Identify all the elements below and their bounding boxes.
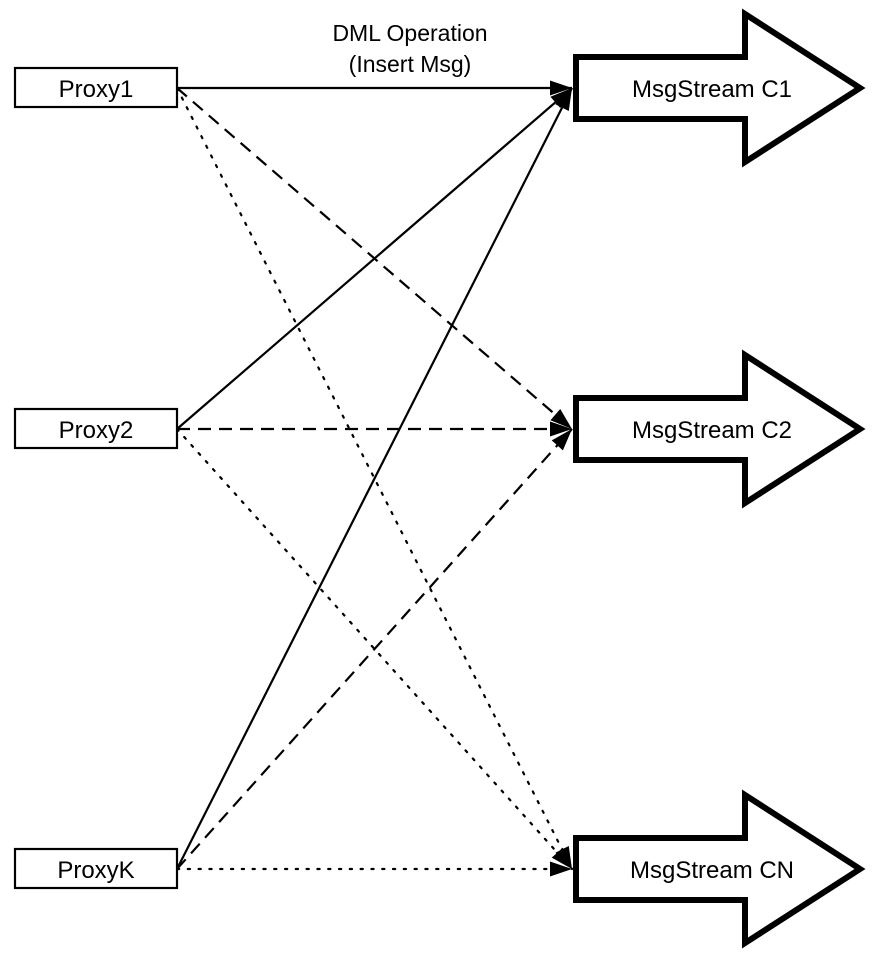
node-msgstream-c2[interactable]: MsgStream C2 bbox=[573, 349, 866, 509]
node-proxy2[interactable]: Proxy2 bbox=[13, 407, 179, 450]
edge-proxy2-to-c1-arrowhead bbox=[550, 88, 572, 109]
proxy1-label: Proxy1 bbox=[59, 76, 134, 103]
edge-proxy2-to-c1 bbox=[176, 87, 573, 430]
proxyk-box-shape bbox=[13, 847, 179, 890]
msgstream-c2-label: MsgStream C2 bbox=[632, 417, 792, 444]
msgstream-c2-arrow-shape bbox=[573, 349, 866, 509]
edge-proxy2-to-c2-arrowhead bbox=[550, 421, 572, 437]
msgstream-cn-label: MsgStream CN bbox=[630, 857, 794, 884]
edge-proxyk-to-c1 bbox=[176, 87, 573, 870]
edge-proxyk-to-cn-arrowhead bbox=[550, 861, 572, 877]
proxy2-label: Proxy2 bbox=[59, 417, 134, 444]
msgstream-cn-arrow-shape bbox=[573, 789, 866, 949]
proxyk-label: ProxyK bbox=[57, 857, 134, 884]
edge-proxyk-to-c2 bbox=[176, 428, 573, 870]
edge-label-line-1: DML Operation bbox=[332, 20, 487, 46]
msgstream-nodes-layer: MsgStream C1 MsgStream C2 MsgStream CN bbox=[573, 8, 866, 949]
msgstream-c1-label: MsgStream C1 bbox=[632, 76, 792, 103]
edge-proxy2-to-cn bbox=[175, 427, 574, 871]
node-proxy1[interactable]: Proxy1 bbox=[13, 66, 179, 109]
edge-proxy1-to-c2-arrowhead bbox=[550, 408, 572, 429]
edge-proxyk-to-c2-arrowhead bbox=[551, 429, 572, 451]
node-proxyk[interactable]: ProxyK bbox=[13, 847, 179, 890]
node-msgstream-cn[interactable]: MsgStream CN bbox=[573, 789, 866, 949]
proxy1-box-shape bbox=[13, 66, 179, 109]
proxy2-box-shape bbox=[13, 407, 179, 450]
edge-proxyk-to-c1-arrowhead bbox=[555, 88, 572, 112]
edge-proxy1-to-c1-arrowhead bbox=[550, 80, 572, 96]
node-msgstream-c1[interactable]: MsgStream C1 bbox=[573, 8, 866, 168]
arrowheads-layer bbox=[550, 80, 572, 877]
edge-proxy2-to-cn-arrowhead bbox=[551, 847, 572, 869]
edge-label-line-2: (Insert Msg) bbox=[349, 51, 472, 77]
edge-label-dml-operation: DML Operation (Insert Msg) bbox=[332, 20, 487, 77]
edges-layer bbox=[175, 86, 574, 871]
msgstream-c1-arrow-shape bbox=[573, 8, 866, 168]
